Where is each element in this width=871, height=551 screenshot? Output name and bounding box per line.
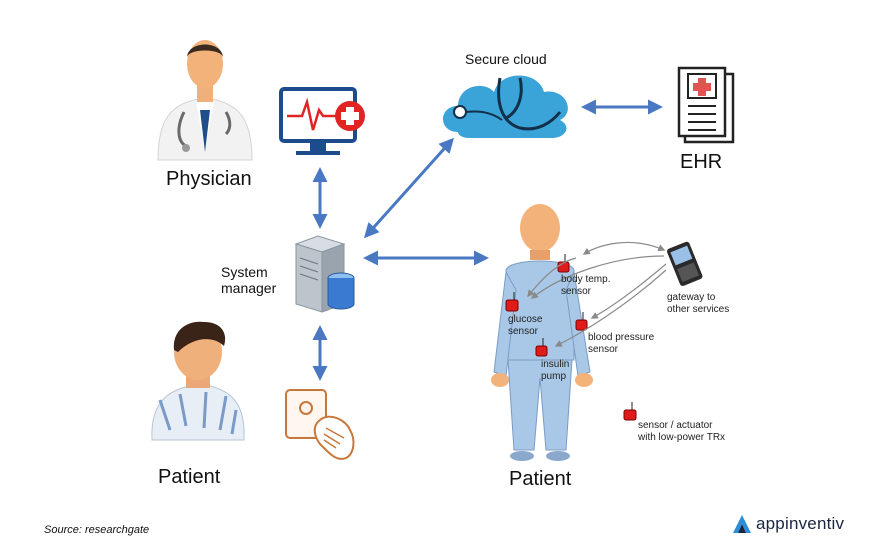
gateway-line2: other services — [667, 304, 730, 315]
system-manager-label: System manager — [221, 264, 276, 296]
legend-sensor-icon — [623, 402, 637, 421]
gateway-label: gateway to other services — [667, 292, 729, 316]
brand-logo: appinventiv — [732, 514, 844, 534]
blood-pressure-line2: sensor — [588, 344, 619, 355]
secure-cloud-label: Secure cloud — [465, 51, 547, 67]
source-caption: Source: researchgate — [44, 524, 150, 536]
server-database-icon — [294, 235, 355, 313]
body-sensor-network-icon — [491, 204, 593, 461]
patient-icon — [151, 321, 245, 441]
glucose-line2: sensor — [508, 326, 539, 337]
hand-card-icon — [285, 389, 355, 460]
legend-line1: sensor / actuator — [638, 420, 713, 431]
patient-left-label: Patient — [158, 466, 221, 488]
system-manager-label-line1: System — [221, 264, 268, 280]
doctor-icon — [157, 40, 253, 161]
blood-pressure-sensor — [575, 312, 588, 331]
glucose-sensor — [505, 292, 519, 312]
body-temp-line2: sensor — [561, 286, 592, 297]
insulin-line2: pump — [541, 371, 567, 382]
appinventiv-logo-icon — [733, 515, 751, 533]
insulin-pump-label: insulin pump — [541, 359, 569, 383]
cloud-stethoscope-icon — [443, 75, 568, 138]
arrow-system-cloud — [363, 137, 455, 239]
physician-label: Physician — [166, 168, 252, 190]
body-temp-sensor-label: body temp. sensor — [561, 274, 610, 298]
body-temp-line1: body temp. — [561, 274, 611, 285]
brand-name: appinventiv — [756, 514, 845, 533]
gateway-line1: gateway to — [667, 292, 716, 303]
legend-line2: with low-power TRx — [638, 432, 726, 443]
blood-pressure-sensor-label: blood pressure sensor — [588, 332, 654, 356]
legend-label: sensor / actuator with low-power TRx — [638, 420, 725, 444]
blood-pressure-line1: blood pressure — [588, 332, 655, 343]
insulin-line1: insulin — [541, 359, 570, 370]
smartphone-icon — [667, 241, 703, 286]
wireless-links — [527, 241, 667, 347]
system-manager-label-line2: manager — [221, 280, 277, 296]
ehr-label: EHR — [680, 151, 723, 173]
insulin-pump-sensor — [535, 338, 548, 357]
patient-right-label: Patient — [509, 468, 572, 490]
glucose-sensor-label: glucose sensor — [508, 314, 542, 338]
heart-monitor-icon — [279, 87, 365, 155]
glucose-line1: glucose — [508, 314, 543, 325]
medical-record-icon — [677, 66, 735, 144]
